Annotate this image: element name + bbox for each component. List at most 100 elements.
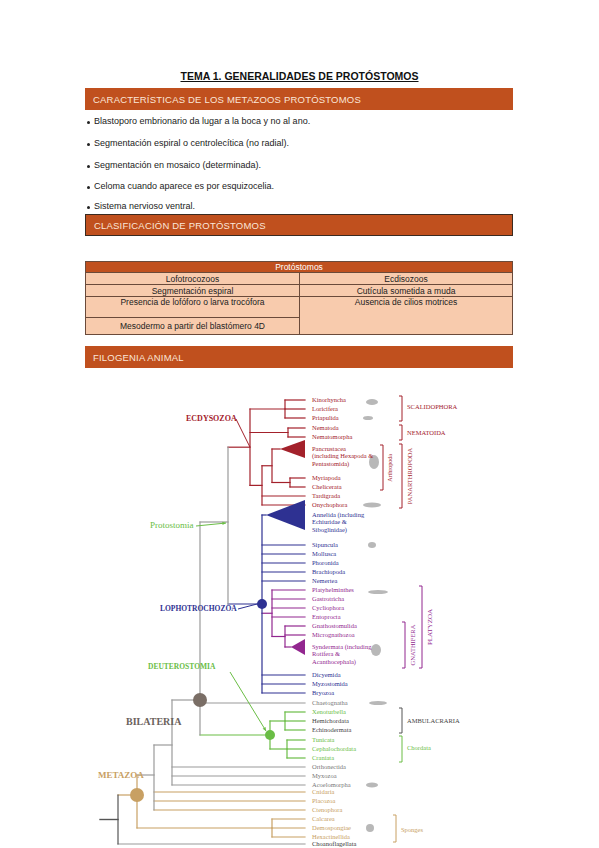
bullet-dot — [87, 165, 90, 168]
clade-label: NEMATOIDA — [407, 429, 446, 437]
bullet-dot — [87, 186, 90, 189]
tree-branch — [287, 739, 305, 740]
taxon-name: Phoronida — [312, 559, 339, 567]
bullet-dot — [87, 143, 90, 146]
tree-branch — [272, 818, 305, 819]
table-cell-text: Cutícula sometida a muda — [357, 286, 456, 296]
taxon-name: Loricifera — [312, 405, 338, 413]
tree-branch — [262, 465, 272, 466]
taxon-name: Orthonectida — [312, 763, 346, 771]
clade-node — [130, 788, 144, 802]
taxon-name: Cnidaria — [312, 788, 334, 796]
taxon-name: Hemichordata — [312, 717, 349, 725]
band-heading: CLASIFICACIÓN DE PROTÓSTOMOS — [94, 220, 266, 231]
clade-bracket — [419, 586, 422, 668]
table-cell-text: Mesodermo a partir del blastómero 4D — [120, 321, 265, 331]
clade-label: PANARTHROPODA — [406, 448, 414, 504]
tree-branch — [285, 729, 305, 730]
tree-branch — [285, 720, 305, 721]
bullet-text: Celoma cuando aparece es por esquizoceli… — [94, 181, 274, 192]
clade-label: Sponges — [401, 826, 423, 834]
clade-node — [265, 730, 275, 740]
table-cell-text: Presencia de lofóforo o larva trocófora — [120, 297, 264, 307]
tree-branch — [171, 700, 172, 785]
taxon-name: Demospongiae — [312, 824, 351, 832]
tree-branch — [272, 616, 305, 617]
tree-branch — [272, 636, 285, 637]
clade-label: DEUTEROSTOMIA — [148, 663, 215, 672]
taxon-name: Kinorhyncha — [312, 396, 346, 404]
pointer-line — [196, 523, 226, 526]
pointer-line — [230, 672, 266, 731]
taxon-name: Placozoa — [312, 797, 335, 805]
taxon-name: Cycliophora — [312, 604, 344, 612]
tree-branch — [285, 711, 305, 712]
tree-branch — [250, 432, 288, 433]
bullet-text: Segmentación espiral o centrolecítica (n… — [94, 138, 289, 149]
clade-label: BILATERIA — [126, 716, 181, 727]
tree-branch — [285, 417, 305, 418]
clade-label: GNATHIFERA — [409, 625, 417, 666]
taxon-name: Nematomorpha — [312, 433, 352, 441]
animal-icon — [366, 783, 378, 788]
section-band: CARACTERÍSTICAS DE LOS METAZOOS PROTÓSTO… — [85, 88, 513, 110]
taxon-name: Chelicerata — [312, 483, 342, 491]
tree-branch — [172, 775, 305, 776]
taxon-name: Sipuncula — [312, 541, 338, 549]
tree-branch — [262, 571, 305, 572]
tree-branch — [154, 800, 305, 801]
clade-bracket — [399, 396, 402, 421]
taxon-name: Pancrustacea (including Hexapoda & Penta… — [312, 445, 374, 468]
clade-bracket — [399, 708, 402, 733]
tree-branch — [250, 408, 285, 409]
taxon-name: Priapulida — [312, 414, 339, 422]
clade-bracket — [393, 815, 396, 842]
clade-label: AMBULACRARIA — [407, 717, 460, 725]
tree-branch — [272, 598, 305, 599]
tree-branch — [262, 683, 305, 684]
tree-branch — [272, 482, 290, 483]
tree-branch — [285, 646, 291, 647]
tree-branch — [200, 734, 270, 735]
taxon-name: Tunicata — [312, 736, 335, 744]
taxon-name: Nematoda — [312, 424, 339, 432]
taxon-name: Myzostomida — [312, 680, 348, 688]
tree-branch — [262, 580, 305, 581]
taxon-name: Hexactinellida — [312, 833, 350, 841]
bullet-text: Sistema nervioso ventral. — [94, 201, 195, 212]
table-cell-text: Protóstomos — [275, 262, 323, 272]
taxon-name: Ctenophora — [312, 806, 342, 814]
tree-branch — [262, 674, 305, 675]
page-title: TEMA 1. GENERALIDADES DE PROTÓSTOMOS — [0, 70, 599, 82]
tree-branch — [288, 427, 305, 428]
taxon-name: Mollusca — [312, 550, 336, 558]
animal-icon — [363, 416, 373, 420]
band-heading: CARACTERÍSTICAS DE LOS METAZOOS PROTÓSTO… — [93, 94, 361, 105]
tree-branch — [250, 485, 262, 486]
tree-branch — [272, 607, 305, 608]
table-cell: Mesodermo a partir del blastómero 4D — [85, 317, 300, 335]
tree-branch — [262, 495, 305, 496]
bullet-dot — [87, 121, 90, 124]
table-cell: Ausencia de cilios motrices — [299, 296, 513, 335]
table-cell: Presencia de lofóforo o larva trocófora — [85, 296, 300, 318]
bullet-text: Blastoporo embrionario da lugar a la boc… — [94, 116, 310, 127]
taxon-name: Calcarea — [312, 815, 335, 823]
pointer-line — [236, 419, 250, 447]
tree-branch — [262, 613, 272, 614]
taxon-name: Xenoturbella — [312, 708, 346, 716]
clade-label: METAZOA — [98, 770, 144, 780]
section-band: FILOGENIA ANIMAL — [85, 346, 513, 368]
taxon-name: Syndermata (including Rotifera & Acantho… — [312, 643, 374, 666]
taxon-name: Gnathostomulida — [312, 622, 357, 630]
taxon-name: Dicyemida — [312, 671, 341, 679]
clade-node — [257, 599, 267, 609]
tree-branch — [200, 702, 305, 703]
table-cell-text: Segmentación espiral — [152, 286, 234, 296]
tree-branch — [154, 744, 172, 745]
tree-branch — [272, 827, 305, 828]
tree-branch — [154, 809, 305, 810]
taxon-name: Myriapoda — [312, 474, 341, 482]
clade-triangle — [291, 639, 305, 655]
